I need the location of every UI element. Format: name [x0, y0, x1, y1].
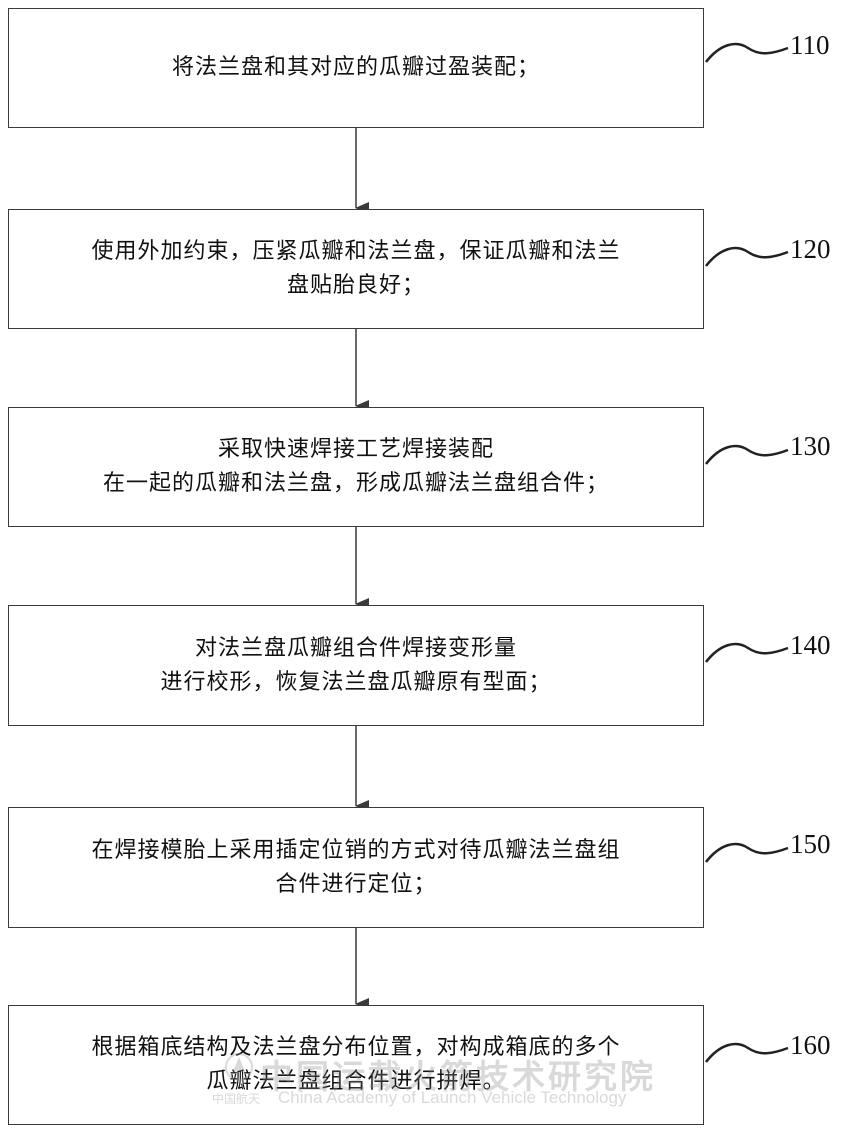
step-number-140: 140	[790, 630, 831, 660]
step-number-130: 130	[790, 431, 831, 461]
leader-130	[705, 444, 789, 465]
leader-120	[705, 246, 789, 267]
step-number-150: 150	[790, 829, 831, 859]
step-box-110: 将法兰盘和其对应的瓜瓣过盈装配；	[8, 8, 704, 128]
step-text-160: 根据箱底结构及法兰盘分布位置，对构成箱底的多个 瓜瓣法兰盘组合件进行拼焊。	[91, 1035, 621, 1094]
step-box-150: 在焊接模胎上采用插定位销的方式对待瓜瓣法兰盘组 合件进行定位；	[8, 807, 704, 928]
step-box-120: 使用外加约束，压紧瓜瓣和法兰盘，保证瓜瓣和法兰 盘贴胎良好；	[8, 209, 704, 329]
step-number-120: 120	[790, 234, 831, 264]
step-number-110: 110	[790, 30, 830, 60]
step-text-140: 对法兰盘瓜瓣组合件焊接变形量 进行校形，恢复法兰盘瓜瓣原有型面；	[160, 635, 552, 695]
leader-140	[705, 642, 789, 663]
leader-110	[705, 42, 789, 63]
step-text-150: 在焊接模胎上采用插定位销的方式对待瓜瓣法兰盘组 合件进行定位；	[91, 837, 621, 897]
leader-160	[705, 1042, 789, 1063]
step-text-130: 采取快速焊接工艺焊接装配 在一起的瓜瓣和法兰盘，形成瓜瓣法兰盘组合件；	[102, 437, 609, 496]
step-box-140: 对法兰盘瓜瓣组合件焊接变形量 进行校形，恢复法兰盘瓜瓣原有型面；	[8, 605, 704, 726]
step-text-110: 将法兰盘和其对应的瓜瓣过盈装配；	[171, 55, 540, 80]
step-number-160: 160	[790, 1030, 831, 1060]
leader-150	[705, 842, 789, 863]
step-text-120: 使用外加约束，压紧瓜瓣和法兰盘，保证瓜瓣和法兰 盘贴胎良好；	[91, 239, 621, 298]
step-box-160: 根据箱底结构及法兰盘分布位置，对构成箱底的多个 瓜瓣法兰盘组合件进行拼焊。	[8, 1005, 704, 1125]
step-box-130: 采取快速焊接工艺焊接装配 在一起的瓜瓣和法兰盘，形成瓜瓣法兰盘组合件；	[8, 407, 704, 527]
